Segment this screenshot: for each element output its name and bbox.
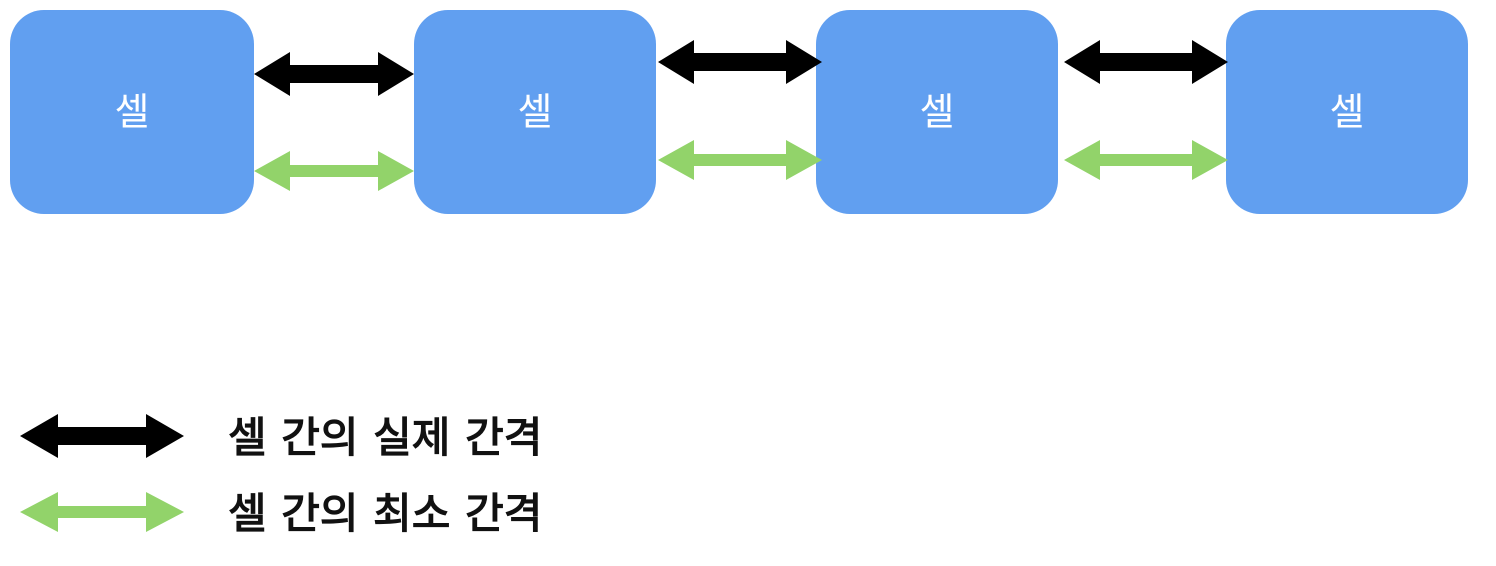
cell-2: 셀 bbox=[414, 10, 656, 214]
cell-1: 셀 bbox=[10, 10, 254, 214]
cell-1-label: 셀 bbox=[115, 90, 150, 134]
legend-label-minimum-spacing: 셀 간의 최소 간격 bbox=[228, 489, 542, 538]
cell-3: 셀 bbox=[816, 10, 1058, 214]
cell-3-label: 셀 bbox=[920, 90, 955, 134]
double-arrow-green-icon bbox=[20, 492, 184, 532]
actual-spacing-arrow-3 bbox=[1064, 40, 1228, 84]
minimum-spacing-arrow-1 bbox=[254, 151, 414, 191]
actual-spacing-arrow-2 bbox=[658, 40, 822, 84]
minimum-spacing-arrow-2 bbox=[658, 140, 822, 180]
cell-4-label: 셀 bbox=[1330, 90, 1365, 134]
minimum-spacing-arrow-3 bbox=[1064, 140, 1228, 180]
minimum-spacing-arrows bbox=[254, 140, 1228, 191]
cell-4: 셀 bbox=[1226, 10, 1468, 214]
legend: 셀 간의 실제 간격 셀 간의 최소 간격 bbox=[20, 413, 542, 538]
legend-item-actual-spacing: 셀 간의 실제 간격 bbox=[20, 413, 542, 462]
actual-spacing-arrows bbox=[254, 40, 1228, 96]
double-arrow-black-icon bbox=[20, 414, 184, 458]
actual-spacing-arrow-1 bbox=[254, 52, 414, 96]
legend-item-minimum-spacing: 셀 간의 최소 간격 bbox=[20, 489, 542, 538]
cell-2-label: 셀 bbox=[518, 90, 553, 134]
legend-label-actual-spacing: 셀 간의 실제 간격 bbox=[228, 413, 542, 462]
